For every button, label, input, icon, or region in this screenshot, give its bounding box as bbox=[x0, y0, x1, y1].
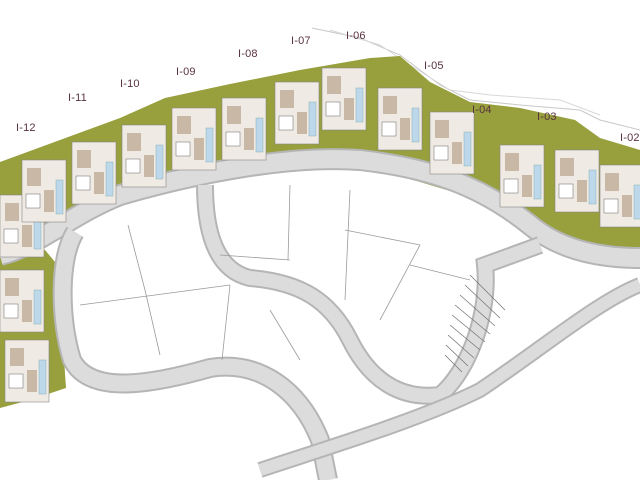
house bbox=[121, 124, 167, 188]
contour-line bbox=[311, 27, 640, 131]
plot-label-i-09: I-09 bbox=[176, 66, 196, 78]
house bbox=[321, 67, 367, 131]
house bbox=[274, 81, 320, 145]
plot-label-i-10: I-10 bbox=[120, 78, 140, 90]
plot-label-i-11: I-11 bbox=[68, 92, 87, 104]
house bbox=[554, 149, 600, 213]
house bbox=[71, 141, 117, 205]
parking bbox=[444, 274, 506, 373]
house bbox=[599, 164, 640, 228]
contour-line bbox=[329, 29, 601, 116]
plot-label-i-06: I-06 bbox=[346, 30, 366, 42]
houses bbox=[0, 67, 640, 403]
plot-label-i-05: I-05 bbox=[424, 60, 444, 72]
plot-label-i-04: I-04 bbox=[472, 104, 492, 116]
plot-label-i-07: I-07 bbox=[291, 35, 311, 47]
plot-label-i-03: I-03 bbox=[537, 111, 557, 123]
house bbox=[499, 144, 545, 208]
plot-label-i-12: I-12 bbox=[16, 122, 36, 134]
plot-label-i-08: I-08 bbox=[238, 48, 258, 60]
house bbox=[4, 339, 50, 403]
house bbox=[377, 87, 423, 151]
house bbox=[171, 107, 217, 171]
house bbox=[221, 97, 267, 161]
house bbox=[429, 111, 475, 175]
house bbox=[21, 159, 67, 223]
plot-label-i-02: I-02 bbox=[620, 132, 640, 144]
house bbox=[0, 269, 45, 333]
lot-lines bbox=[79, 184, 471, 361]
loop-road bbox=[52, 226, 338, 480]
